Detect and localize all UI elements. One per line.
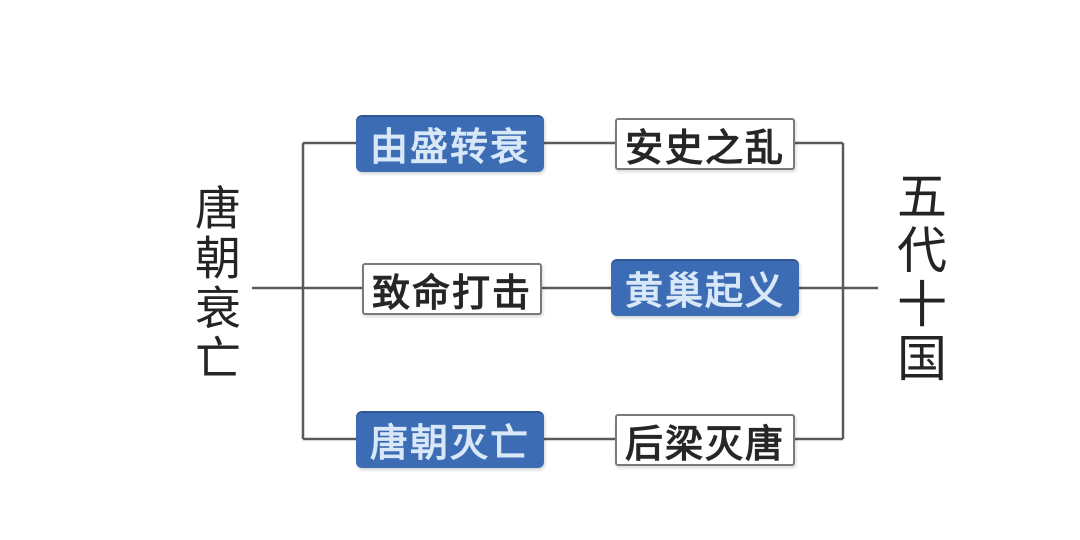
label-five-dynasties-ten-kingdoms: 五代十国 xyxy=(890,170,946,386)
node-prosperity-to-decline: 由盛转衰 xyxy=(356,115,544,172)
label-tang-dynasty-decline: 唐朝衰亡 xyxy=(189,184,241,384)
node-anshi-rebellion: 安史之乱 xyxy=(615,118,795,170)
node-houliang-destroys-tang: 后梁灭唐 xyxy=(615,414,795,466)
node-fatal-blow: 致命打击 xyxy=(362,263,542,315)
node-tang-collapse: 唐朝灭亡 xyxy=(356,411,544,468)
node-huangchao-uprising: 黄巢起义 xyxy=(611,259,799,316)
